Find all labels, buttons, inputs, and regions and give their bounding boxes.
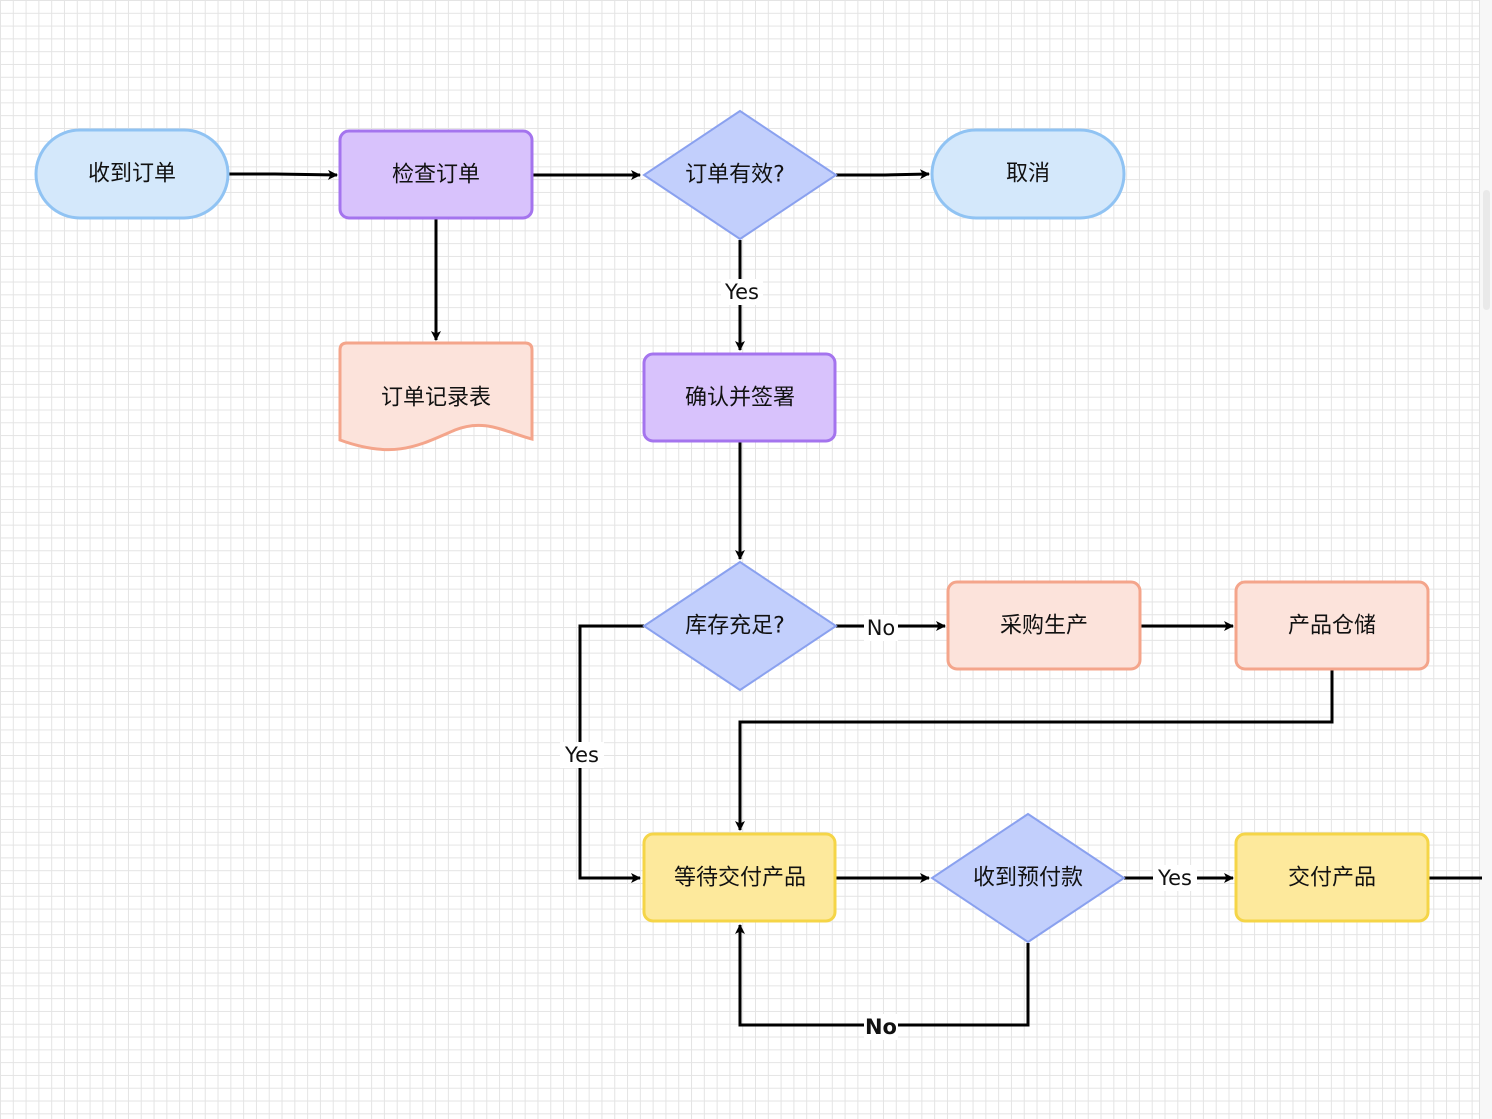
label-stock-no-text: No	[867, 616, 896, 640]
document-shape	[338, 341, 534, 452]
terminal-shape	[34, 128, 230, 220]
label-stock-yes: Yes	[560, 742, 604, 768]
node-stock-enough-label: 库存充足?	[685, 614, 785, 639]
label-valid-yes: Yes	[721, 279, 763, 305]
node-cancel-label: 取消	[1006, 162, 1050, 187]
label-prepay-no: No	[864, 1014, 898, 1040]
edge-receive-to-check[interactable]	[229, 169, 338, 180]
label-stock-yes-bg	[560, 742, 604, 768]
process-shape	[338, 129, 534, 220]
node-deliver-product[interactable]: 交付产品	[1234, 832, 1430, 923]
node-wait-delivery[interactable]: 等待交付产品	[642, 832, 837, 923]
label-prepay-yes-text: Yes	[1157, 866, 1192, 890]
process-shape	[642, 832, 837, 923]
process-shape	[1234, 580, 1430, 671]
node-receive-order-label: 收到订单	[88, 162, 176, 187]
terminal-shape	[930, 128, 1126, 220]
label-stock-no: No	[864, 615, 898, 641]
label-valid-yes-text: Yes	[724, 280, 759, 304]
label-prepay-no-bg	[864, 1014, 898, 1040]
decision-shape	[642, 560, 838, 692]
label-prepay-no-text: No	[865, 1015, 897, 1039]
label-prepay-yes-bg	[1153, 865, 1197, 891]
right-scrollbar[interactable]	[1479, 0, 1492, 1119]
node-receive-prepay-label: 收到预付款	[973, 866, 1083, 891]
decision-shape	[642, 109, 838, 241]
node-receive-order[interactable]: 收到订单	[34, 128, 230, 220]
label-stock-yes-text: Yes	[564, 743, 599, 767]
node-receive-prepay[interactable]: 收到预付款	[930, 812, 1126, 944]
node-product-storage-label: 产品仓储	[1288, 614, 1376, 639]
label-valid-yes-bg	[721, 279, 763, 305]
edge-valid-to-cancel[interactable]	[836, 169, 930, 180]
node-purchase-produce[interactable]: 采购生产	[946, 580, 1142, 671]
node-confirm-sign-label: 确认并签署	[685, 386, 795, 411]
node-wait-delivery-label: 等待交付产品	[674, 866, 806, 891]
node-stock-enough[interactable]: 库存充足?	[642, 560, 838, 692]
node-cancel[interactable]: 取消	[930, 128, 1126, 220]
process-shape	[1234, 832, 1430, 923]
node-purchase-produce-label: 采购生产	[1000, 614, 1088, 639]
scrollbar-thumb[interactable]	[1483, 190, 1490, 310]
process-shape	[946, 580, 1142, 671]
node-check-order-label: 检查订单	[392, 163, 480, 188]
label-prepay-yes: Yes	[1153, 865, 1197, 891]
edge-prepay-no-to-wait[interactable]	[735, 924, 1030, 1027]
node-confirm-sign[interactable]: 确认并签署	[642, 352, 837, 443]
node-check-order[interactable]: 检查订单	[338, 129, 534, 220]
node-deliver-product-label: 交付产品	[1288, 866, 1376, 891]
node-order-record-label: 订单记录表	[381, 386, 491, 411]
edge-storage-to-wait[interactable]	[735, 670, 1334, 831]
process-shape	[642, 352, 837, 443]
node-order-valid-label: 订单有效?	[685, 163, 785, 188]
decision-shape	[930, 812, 1126, 944]
label-stock-no-bg	[864, 615, 898, 641]
node-order-record[interactable]: 订单记录表	[338, 341, 534, 452]
node-product-storage[interactable]: 产品仓储	[1234, 580, 1430, 671]
node-order-valid[interactable]: 订单有效?	[642, 109, 838, 241]
